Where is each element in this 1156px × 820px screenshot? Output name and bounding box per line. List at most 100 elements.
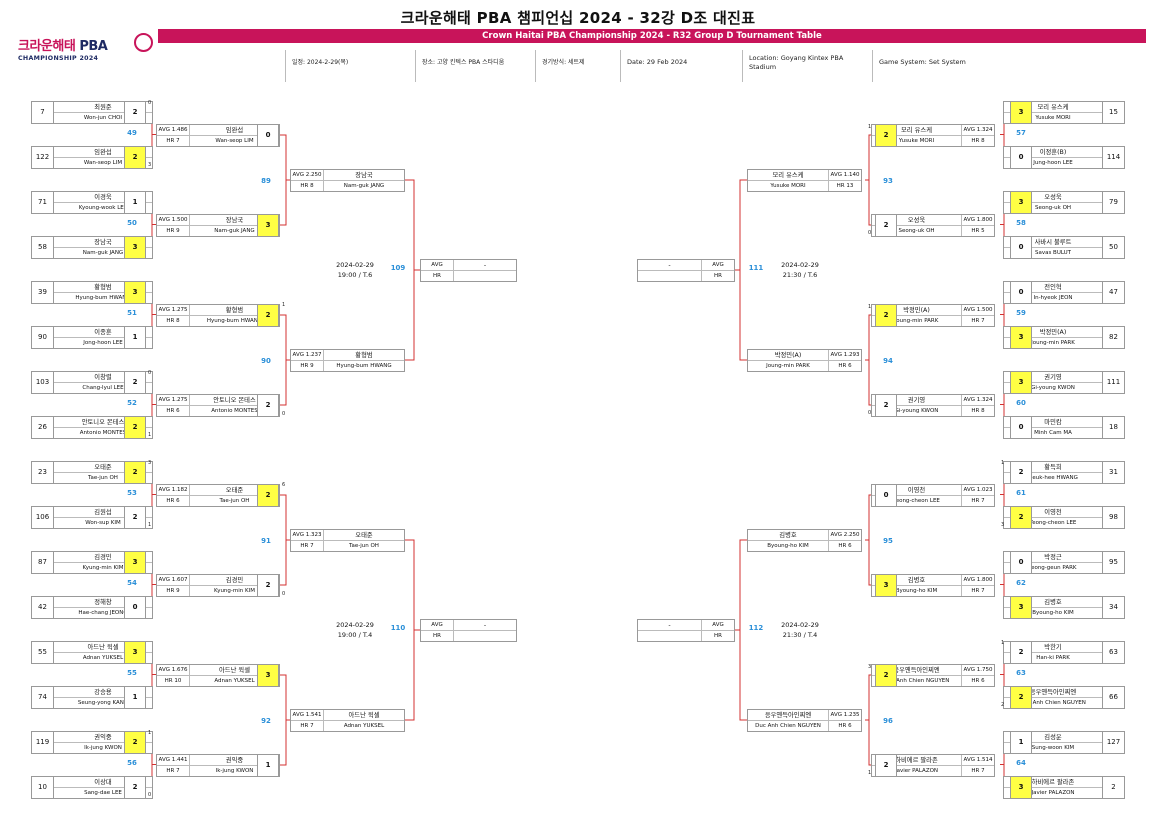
player-name-ko: 오성욱: [1004, 192, 1102, 203]
player-name-ko: 권기영: [1004, 372, 1102, 383]
match-score: 2: [1010, 506, 1032, 529]
player-name-ko: 정해창: [54, 597, 152, 608]
player-average: AVG 1.275: [157, 395, 190, 406]
match-score: 0: [1010, 281, 1032, 304]
player-name-ko: 아드난 윅셀: [190, 665, 279, 676]
player-name-ko: 이영천: [1004, 507, 1102, 518]
player-average: AVG: [421, 620, 454, 631]
match-score: 2: [1010, 461, 1032, 484]
player-name-en: Byoung-ho KIM: [1032, 610, 1074, 616]
match-score: 2: [124, 416, 146, 439]
match-number: 51: [127, 309, 137, 317]
player-high-run: HR 6: [157, 496, 190, 506]
player-name-en: Gi-young KWON: [894, 408, 939, 414]
match-number: 57: [1016, 129, 1026, 137]
match-number: 92: [261, 717, 271, 725]
player-seed: 7: [32, 102, 54, 123]
set-score: 3: [868, 664, 872, 670]
player-name-ko: 박정민(A): [1004, 327, 1102, 338]
player-name-ko: 장남국: [54, 237, 152, 248]
player-name-en: [454, 631, 516, 641]
player-name-en: Joung-min PARK: [894, 318, 939, 324]
player-name-ko: 아드난 윅셀: [324, 710, 404, 721]
match-score: 2: [1010, 641, 1032, 664]
player-name-en: Byoung-ho KIM: [895, 588, 938, 594]
player-name-ko: 황형범: [190, 305, 279, 316]
match-number: 61: [1016, 489, 1026, 497]
match-number: 49: [127, 129, 137, 137]
match-date: 2024-02-29: [336, 261, 374, 269]
player-name-ko: 장남국: [324, 170, 404, 181]
player-name-en: Nam-guk JANG: [82, 250, 124, 256]
player-name-en: [638, 631, 701, 641]
player-name-ko: 박정민(A): [872, 305, 961, 316]
player-seed: 26: [32, 417, 54, 438]
bracket-connector: [280, 674, 287, 766]
match-score: 2: [875, 664, 897, 687]
player-name-ko: 박정근: [1004, 552, 1102, 563]
player-name-ko: 김원섭: [54, 507, 152, 518]
match-score: 2: [124, 776, 146, 799]
player-high-run: HR 8: [291, 181, 324, 191]
player-name-en: Kyoung-wook LEE: [78, 205, 128, 211]
player-name-ko: 황득희: [1004, 462, 1102, 473]
set-score: 2: [1001, 702, 1005, 708]
player-seed: 10: [32, 777, 54, 798]
player-name-ko: 모리 유스케: [748, 170, 828, 181]
match-score: 3: [124, 281, 146, 304]
match-score: 1: [124, 191, 146, 214]
player-high-run: HR 8: [961, 406, 994, 416]
player-high-run: HR: [701, 271, 734, 281]
bracket-connector: [280, 134, 287, 226]
player-name-ko: 최원준: [54, 102, 152, 113]
player-name-en: Chang-lyul LEE: [82, 385, 124, 391]
match-score: 2: [875, 124, 897, 147]
player-high-run: HR: [421, 631, 454, 641]
player-name-ko: 박정민(A): [748, 350, 828, 361]
info-date-en: Date: 29 Feb 2024: [620, 50, 742, 82]
player-name-en: Tae-jun OH: [349, 543, 379, 549]
player-high-run: HR 6: [828, 541, 861, 551]
player-name-ko: 임완섭: [190, 125, 279, 136]
player-seed: 55: [32, 642, 54, 663]
player-high-run: HR 6: [828, 361, 861, 371]
player-seed: 87: [32, 552, 54, 573]
match-number: 90: [261, 357, 271, 365]
player-name-ko: 이정훈(B): [1004, 147, 1102, 158]
player-average: AVG 1.441: [157, 755, 190, 766]
player-name-en: Duc Anh Chien NGUYEN: [883, 678, 950, 684]
player-name-en: Sung-woon KIM: [1031, 745, 1075, 751]
player-name-en: Sang-dae LEE: [84, 790, 122, 796]
player-name-ko: 아드난 윅셀: [54, 642, 152, 653]
player-seed: 119: [32, 732, 54, 753]
player-seed: 127: [1102, 732, 1124, 753]
player-seed: 74: [32, 687, 54, 708]
player-name-ko: 모리 유스케: [872, 125, 961, 136]
player-seed: 103: [32, 372, 54, 393]
player-name-en: Han-ki PARK: [1036, 655, 1070, 661]
player-name-en: Yeong-cheon LEE: [893, 498, 940, 504]
player-name-en: Deuk-hee HWANG: [1028, 475, 1078, 481]
player-high-run: HR 9: [157, 586, 190, 596]
set-score: 3: [148, 460, 152, 466]
match-score: 3: [875, 574, 897, 597]
match-number: 58: [1016, 219, 1026, 227]
match-number: 56: [127, 759, 137, 767]
player-name-ko: -: [638, 260, 701, 271]
match-number: 59: [1016, 309, 1026, 317]
player-name-en: Duc Anh Chien NGUYEN: [755, 723, 821, 729]
player-high-run: HR 8: [961, 136, 994, 146]
player-name-ko: 김성운: [1004, 732, 1102, 743]
player-high-run: HR 6: [828, 721, 861, 731]
match-score: 0: [875, 484, 897, 507]
